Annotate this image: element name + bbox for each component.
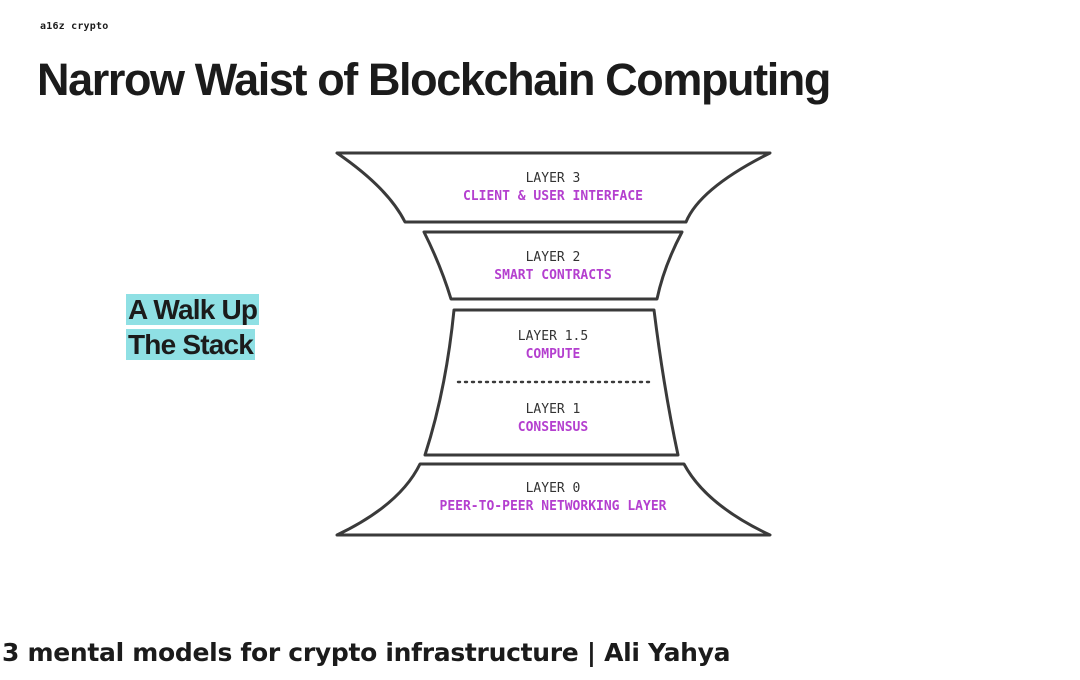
slide-title: Narrow Waist of Blockchain Computing	[37, 54, 831, 105]
brand-logo-text: a16z crypto	[40, 21, 109, 32]
layer-0-number: LAYER 0	[526, 481, 581, 496]
slide: a16z crypto Narrow Waist of Blockchain C…	[37, 21, 832, 537]
side-label-line1: A Walk Up	[126, 294, 260, 325]
layer-3-shape	[335, 151, 772, 224]
narrow-waist-diagram: LAYER 3 CLIENT & USER INTERFACE LAYER 2 …	[335, 151, 772, 537]
video-caption: 3 mental models for crypto infrastructur…	[2, 638, 731, 667]
side-label: A Walk Up The Stack	[126, 292, 276, 362]
layer-3-number: LAYER 3	[526, 171, 581, 186]
layer-1-5-number: LAYER 1.5	[518, 329, 588, 344]
layer-2-name: SMART CONTRACTS	[494, 268, 612, 283]
layer-0-name: PEER-TO-PEER NETWORKING LAYER	[440, 499, 667, 514]
layer-1-name: CONSENSUS	[518, 420, 589, 435]
layer-2-number: LAYER 2	[526, 250, 581, 265]
layer-1-shape	[423, 308, 680, 457]
layer-1-number: LAYER 1	[526, 402, 581, 417]
layer-1-5-name: COMPUTE	[526, 347, 581, 362]
caption-bar	[0, 612, 1080, 680]
layer-0-shape	[335, 462, 772, 537]
layer-3-name: CLIENT & USER INTERFACE	[463, 189, 643, 204]
layer-2-shape	[422, 230, 684, 301]
side-label-line2: The Stack	[126, 329, 256, 360]
